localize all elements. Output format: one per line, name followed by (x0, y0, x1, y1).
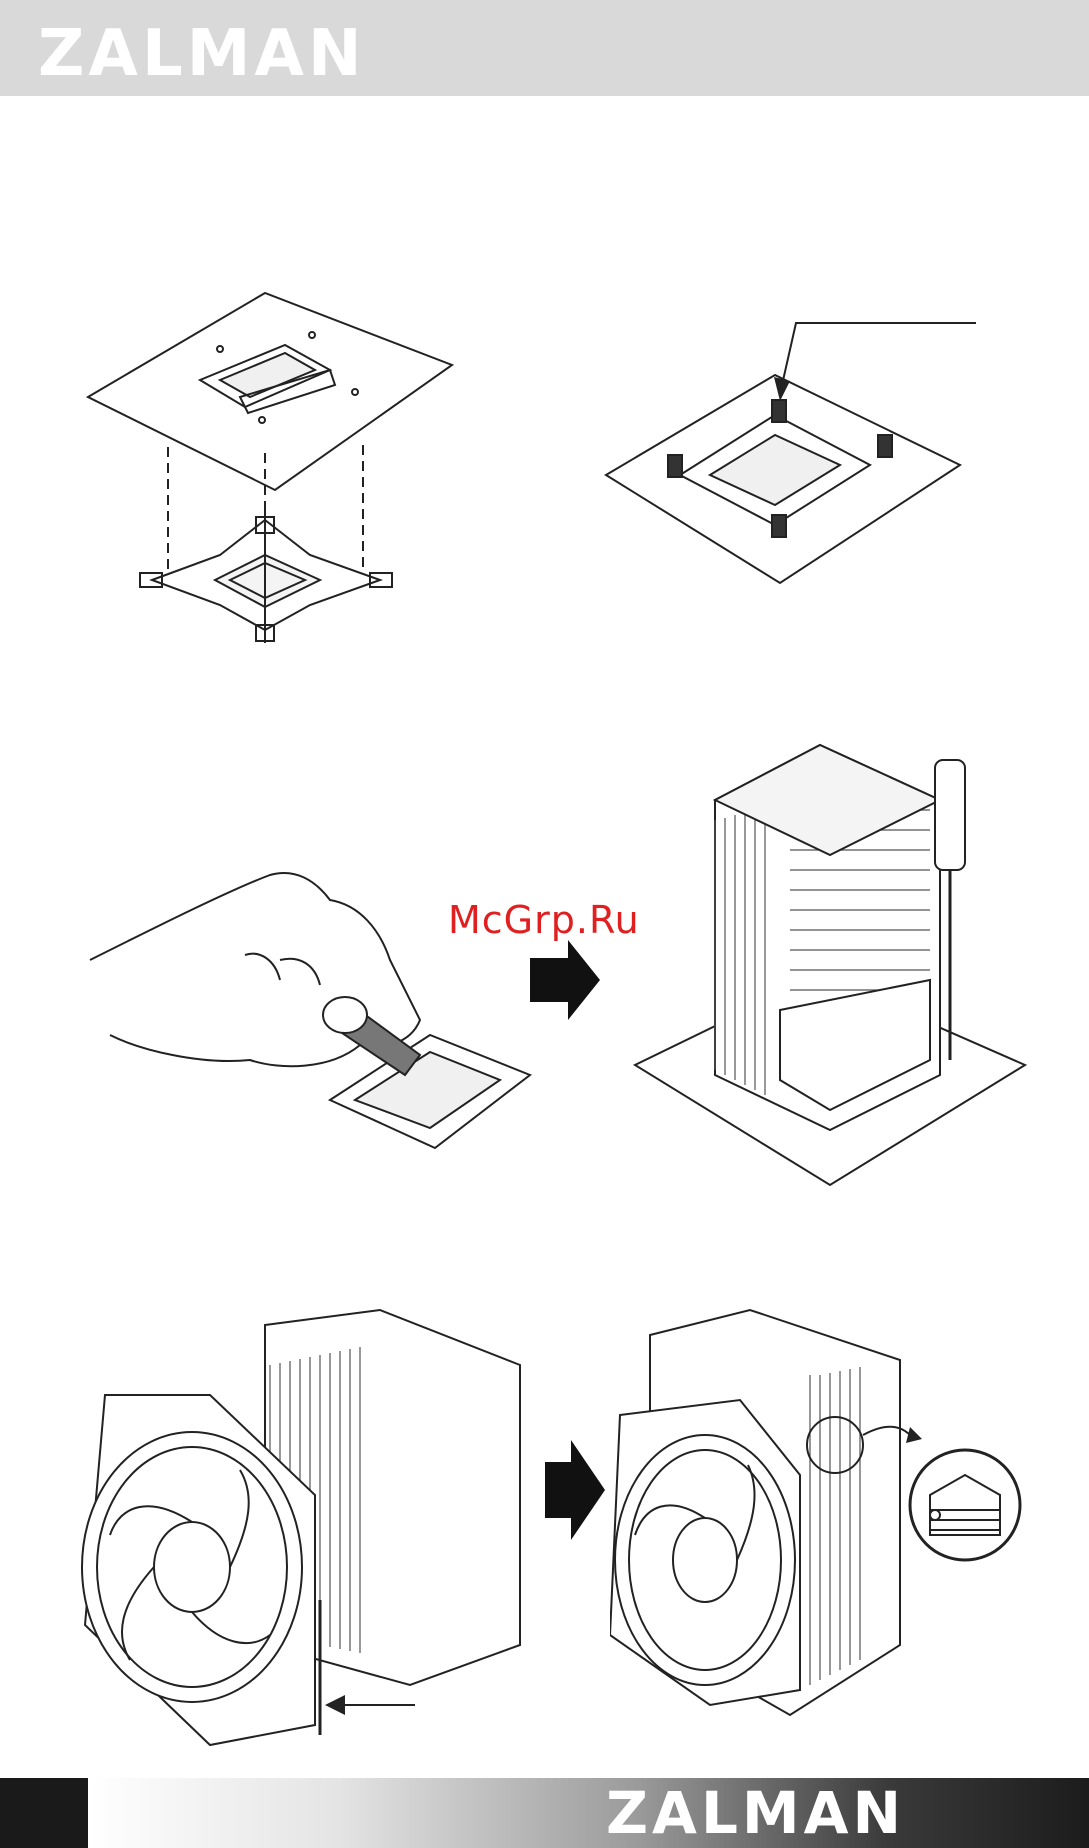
right-arrow-icon (545, 1440, 605, 1540)
zoom-callout-icon (906, 1427, 922, 1443)
illustration-fan-installed (610, 1305, 1040, 1735)
pointer-arrow-icon (325, 1695, 345, 1715)
illustration-fan-attach (80, 1305, 530, 1755)
watermark-text: McGrp.Ru (448, 898, 640, 942)
footer-gradient-band (88, 1778, 1089, 1848)
illustration-heatsink-mount (630, 730, 1030, 1190)
right-arrow-icon (530, 940, 600, 1020)
illustration-backplate-install (80, 285, 460, 665)
illustration-standoff-install (600, 315, 990, 600)
footer-logo: ZALMAN (606, 1784, 905, 1842)
header-logo: ZALMAN (38, 22, 366, 86)
footer-dark-block (0, 1778, 88, 1848)
